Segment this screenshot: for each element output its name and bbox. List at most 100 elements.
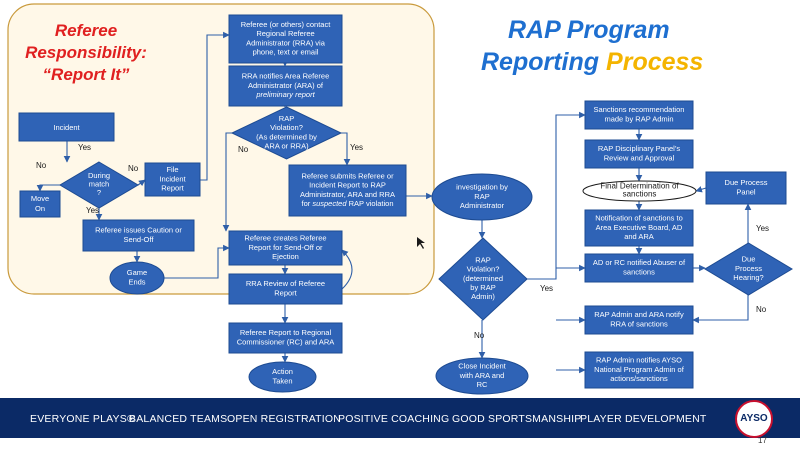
node-rra-notifies-line-2: Administrator (ARA) of: [248, 81, 324, 90]
node-rap-violation-2-line-5: Admin): [471, 292, 495, 301]
node-send-off-report-shape: [228, 230, 343, 266]
node-referee-submits-line-4-emph: suspected: [312, 199, 347, 208]
edge-rra-review-loop: [341, 249, 353, 290]
edge-violation-yes-to-submits: [341, 132, 351, 166]
node-due-process-hearing-shape: [704, 242, 793, 296]
page-title-process: Process: [606, 48, 703, 76]
node-game-ends-line-2: Ends: [128, 277, 145, 286]
node-final-determination-line-1: Final Determination of: [600, 182, 679, 191]
node-rap-violation-2-line-3: (determined: [463, 274, 503, 283]
node-file-report-line-3: Report: [161, 183, 184, 192]
node-close-incident-line-2: with ARA and: [459, 371, 505, 380]
page-title-line1: RAP Program: [508, 16, 670, 44]
node-during-match-shape: [59, 161, 139, 209]
node-file-report-line-2: Incident: [159, 174, 186, 183]
node-notification-shape: [584, 209, 694, 247]
edge-label-during-yes: Yes: [78, 143, 91, 152]
footer-item-positive-coaching: POSITIVE COACHING: [338, 413, 450, 425]
node-close-incident-line-3: RC: [477, 380, 488, 389]
node-send-off-report-line-1: Referee creates Referee: [244, 234, 326, 243]
node-due-process-hearing-line-2: Process: [735, 264, 762, 273]
node-caution-line-1: Referee issues Caution or: [95, 226, 182, 235]
node-rap-violation-1-line-1: RAP: [279, 114, 294, 123]
node-caution-shape: [82, 219, 195, 252]
node-notification-line-2: Area Executive Board, AD: [596, 223, 683, 232]
node-game-ends-line-1: Game: [127, 268, 147, 277]
flowchart-edges: [36, 31, 752, 374]
node-panel-review-shape: [584, 139, 694, 169]
node-incident-line-1: Incident: [53, 123, 80, 132]
node-investigation-line-3: Administrator: [460, 201, 505, 210]
mouse-cursor-icon: [417, 237, 425, 249]
footer-item-player-development: PLAYER DEVELOPMENT: [580, 413, 707, 425]
edge-label-during-no: No: [36, 161, 47, 170]
node-rra-notifies-shape: [228, 65, 343, 107]
ayso-logo-text: AYSO: [740, 413, 768, 424]
node-report-rc-line-1: Referee Report to Regional: [240, 328, 332, 337]
node-rra-notifies-line-1: RRA notifies Area Referee: [242, 72, 330, 81]
node-sanctions-rec-line-2: made by RAP Admin: [604, 114, 673, 123]
node-move-on-shape: [19, 190, 61, 218]
node-rra-review-line-2: Report: [274, 288, 297, 297]
node-game-ends-shape: [109, 261, 165, 295]
node-rra-review-line-1: RRA Review of Referee: [246, 279, 325, 288]
node-rap-admin-ara-shape: [584, 305, 694, 335]
node-report-rc-line-2: Commissioner (RC) and ARA: [237, 337, 335, 346]
node-rap-admin-ayso-line-3: actions/sanctions: [610, 374, 668, 383]
node-rra-review-shape: [228, 273, 343, 305]
footer-item-balanced-teams: BALANCED TEAMS: [129, 413, 228, 425]
node-investigation-line-2: RAP: [474, 192, 489, 201]
node-rra-contact-line-4: phone, text or email: [253, 48, 319, 57]
node-sanctions-rec-shape: [584, 100, 694, 130]
node-panel-review-line-2: Review and Approval: [604, 153, 675, 162]
node-rap-admin-ara-line-2: RRA of sanctions: [610, 319, 668, 328]
node-during-match-line-1: During: [88, 171, 110, 180]
node-rra-notifies-line-3: preliminary report: [255, 90, 315, 99]
page-title-reporting: Reporting: [481, 48, 599, 76]
node-ad-rc-notified-shape: [584, 253, 694, 283]
node-investigation-line-1: investigation by: [456, 183, 508, 192]
edge-label-v1-yes: Yes: [350, 143, 363, 152]
node-report-rc-shape: [228, 322, 343, 354]
footer-item-everyone-plays: EVERYONE PLAYS®: [30, 413, 135, 425]
footer-item-open-registration: OPEN REGISTRATION: [227, 413, 342, 425]
node-rap-admin-ayso-line-1: RAP Admin notifies AYSO: [596, 356, 682, 365]
node-rra-notifies-line-3-emph: preliminary report: [255, 90, 315, 99]
node-rap-violation-1-line-4: ARA or RRA): [264, 142, 309, 151]
node-rap-admin-ayso-line-2: National Program Admin of: [594, 365, 685, 374]
node-referee-submits-line-2: Incident Report to RAP: [309, 181, 386, 190]
node-action-taken-line-2: Taken: [272, 376, 292, 385]
node-investigation-shape: [431, 173, 533, 221]
node-incident: Incident: [18, 112, 115, 142]
footer-item-good-sportsmanship: GOOD SPORTSMANSHIP: [452, 413, 582, 425]
node-during-match-line-2: match: [89, 180, 109, 189]
edge-label-v2-yes: Yes: [540, 284, 553, 293]
node-sanctions-rec-line-1: Sanctions recommendation: [594, 105, 685, 114]
node-notification-line-1: Notification of sanctions to: [595, 214, 683, 223]
node-move-on-line-2: On: [35, 204, 45, 213]
edge-label-dp-yes: Yes: [756, 224, 769, 233]
node-rap-violation-2-shape: [438, 237, 528, 321]
node-close-incident-line-1: Close Incident: [458, 362, 506, 371]
footer-bar: [0, 398, 800, 438]
node-final-determination-shape: [582, 180, 697, 202]
node-referee-submits-line-4-post: RAP violation: [347, 199, 394, 208]
